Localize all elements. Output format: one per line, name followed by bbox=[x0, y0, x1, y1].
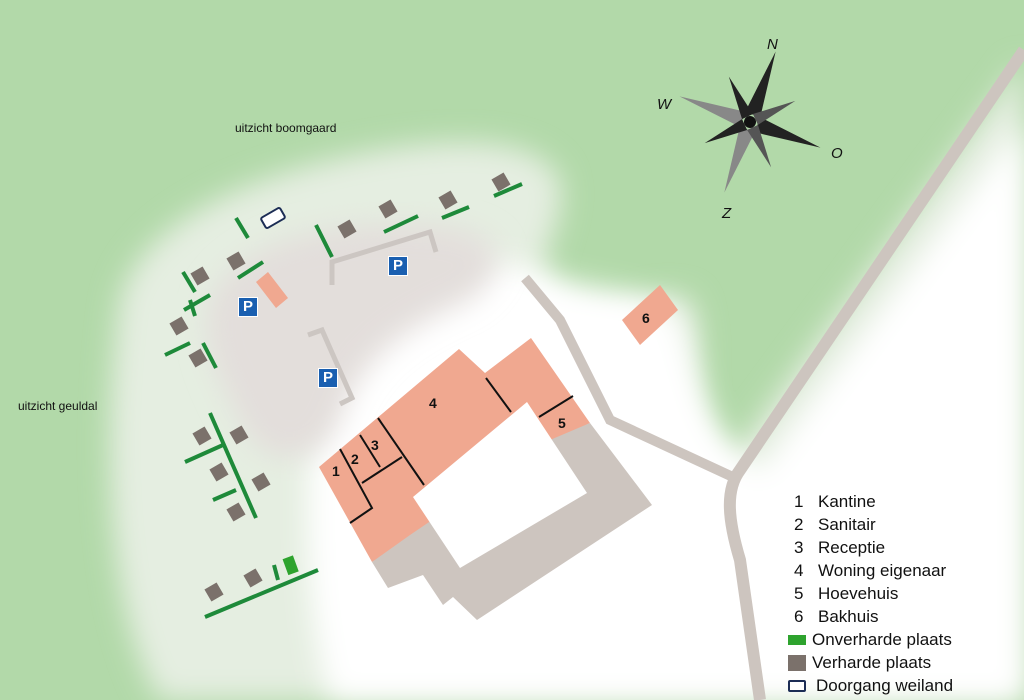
gate-swatch-icon bbox=[788, 679, 806, 692]
compass-south: Z bbox=[722, 205, 732, 222]
building-number-1: 1 bbox=[332, 463, 340, 479]
parking-sign: P bbox=[238, 297, 258, 317]
parking-area bbox=[206, 224, 498, 458]
compass-west: W bbox=[657, 96, 672, 113]
legend-item-paved: Verharde plaats bbox=[788, 651, 953, 674]
parking-sign: P bbox=[318, 368, 338, 388]
compass-north: N bbox=[767, 36, 778, 53]
building-number-5: 5 bbox=[558, 415, 566, 431]
building-number-3: 3 bbox=[371, 437, 379, 453]
paved-pitches bbox=[169, 172, 511, 602]
building-number-2: 2 bbox=[351, 451, 359, 467]
courtyard bbox=[413, 402, 587, 568]
compass-rose-icon bbox=[679, 51, 821, 193]
unpaved-swatch-icon bbox=[788, 634, 806, 645]
valley-view-label: uitzicht geuldal bbox=[18, 399, 98, 413]
pitch-lines bbox=[164, 182, 523, 619]
legend-item-unpaved: Onverharde plaats bbox=[788, 628, 953, 651]
bakehouse bbox=[622, 285, 678, 345]
building-number-4: 4 bbox=[429, 395, 437, 411]
paved-swatch-icon bbox=[788, 654, 806, 671]
main-building bbox=[319, 338, 590, 562]
compass-east: O bbox=[831, 145, 843, 162]
orchard-view-label: uitzicht boomgaard bbox=[235, 121, 337, 135]
small-building bbox=[256, 272, 288, 308]
parking-sign: P bbox=[388, 256, 408, 276]
building-number-6: 6 bbox=[642, 310, 650, 326]
access-road bbox=[521, 274, 738, 483]
legend-item-gate: Doorgang weiland bbox=[788, 674, 953, 697]
main-road bbox=[723, 46, 1024, 700]
unpaved-pitch bbox=[282, 555, 299, 576]
pasture-gate bbox=[260, 207, 286, 229]
